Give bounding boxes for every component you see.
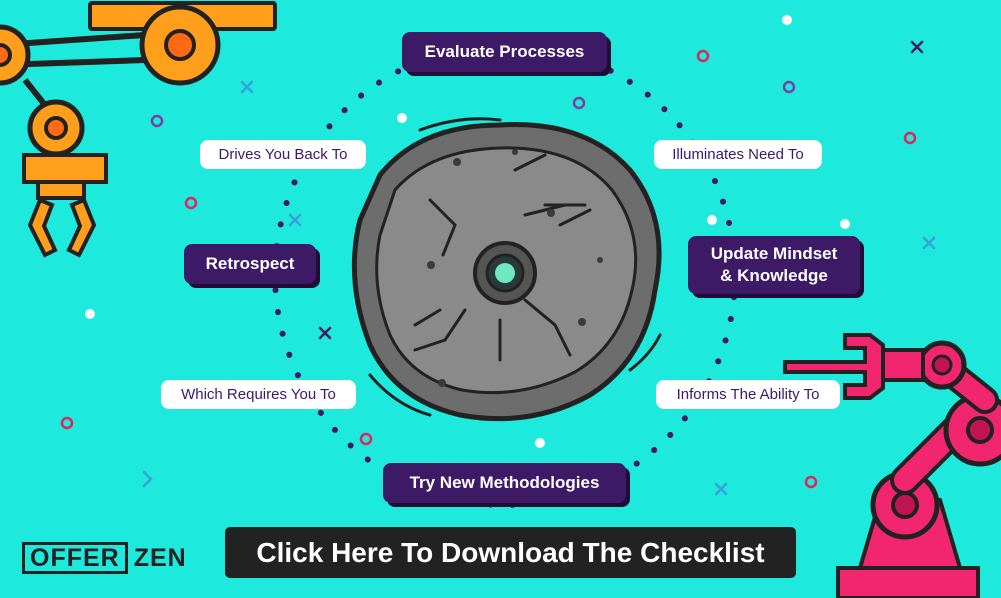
- offerzen-logo: OFFER ZEN: [22, 542, 187, 574]
- node-retrospect: Retrospect: [184, 244, 316, 284]
- node-update-mindset-line2: & Knowledge: [720, 266, 828, 285]
- node-try-new-methodologies: Try New Methodologies: [383, 463, 626, 503]
- robot-arm-pink-icon: [783, 333, 1001, 598]
- logo-part-offer: OFFER: [22, 542, 128, 574]
- node-update-mindset: Update Mindset & Knowledge: [688, 236, 860, 294]
- logo-part-zen: ZEN: [133, 544, 187, 572]
- node-evaluate-processes: Evaluate Processes: [402, 32, 607, 72]
- connector-illuminates-need-to: Illuminates Need To: [654, 140, 822, 169]
- connector-which-requires-you-to: Which Requires You To: [161, 380, 356, 409]
- decor-sparkles: [60, 15, 936, 496]
- connector-informs-the-ability-to: Informs The Ability To: [656, 380, 840, 409]
- node-update-mindset-line1: Update Mindset: [710, 244, 838, 263]
- connector-drives-you-back-to: Drives You Back To: [200, 140, 366, 169]
- robot-arm-orange-icon: [0, 1, 277, 258]
- millstone-icon: [351, 117, 662, 422]
- download-checklist-button[interactable]: Click Here To Download The Checklist: [225, 527, 796, 578]
